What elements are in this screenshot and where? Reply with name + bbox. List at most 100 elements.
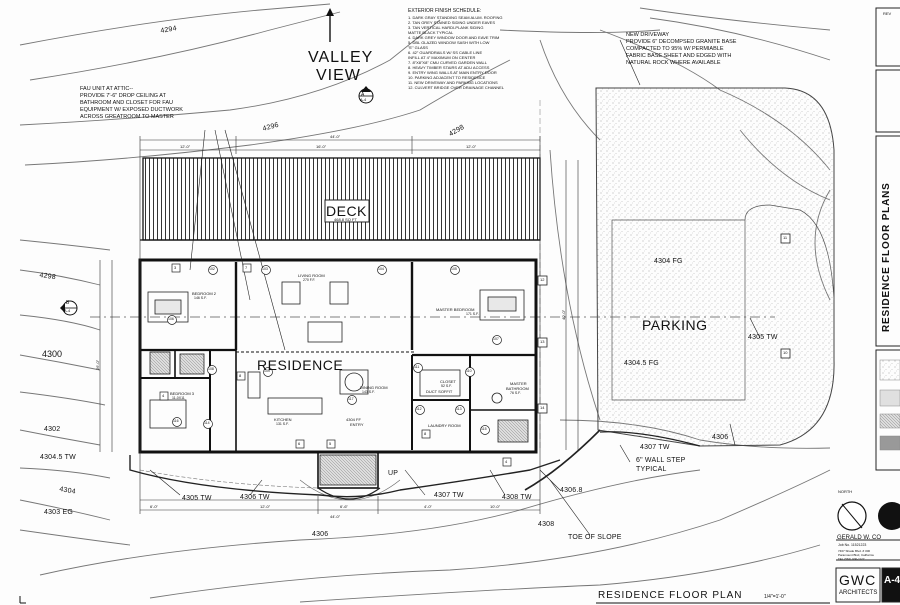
window-tag: 113 [456, 407, 462, 411]
wall-step-line2: TYPICAL [636, 466, 667, 473]
address-line: Paramount Blvd, California [838, 553, 874, 557]
schedule-item: 7. 8"X8"X8" CMU CURVED GARDEN WALL [408, 60, 487, 65]
deck-area: 468.8 SQ FT [334, 217, 357, 222]
room-master-area: 171 S.F. [466, 312, 479, 316]
address-line: 7467 Shade Blvd. # 300 [838, 549, 871, 553]
room-entry: ENTRY [350, 422, 364, 427]
dim-top-seg1: 12'-0" [180, 144, 191, 149]
window-tag: 107 [493, 337, 499, 341]
drawing-scale: 1/4"=1'-0" [764, 594, 786, 600]
driveway-note-line: NATURAL ROCK WHERE AVAILABLE [626, 60, 721, 66]
elev-4304-5-fg: 4304.5 FG [624, 360, 659, 367]
elev-4304-fg: 4304 FG [654, 258, 683, 265]
elev-4307-tw-right: 4307 TW [640, 444, 670, 451]
door-tag: 8 [239, 373, 242, 378]
schedule-item: 11. NEW DRIVEWAY AND PARKING LOCATIONS [408, 80, 498, 85]
fixtures [147, 281, 529, 486]
dim-bottom-seg3: 4'-0" [424, 504, 432, 509]
dim-right-overall: 40'-0" [561, 309, 566, 320]
toe-of-slope-label: TOE OF SLOPE [568, 534, 622, 541]
architect-name: GERALD W. CO [837, 535, 882, 541]
firm-subtitle: ARCHITECTS [839, 590, 878, 596]
dim-top-seg2: 16'-0" [316, 144, 327, 149]
revision-label: REV [883, 11, 892, 16]
dim-left-overall: 26'-0" [95, 359, 100, 370]
schedule-item: 6. 42" GUARDRAILS W/ SS CABLE LINE [408, 50, 483, 55]
door-tag: 7 [245, 265, 248, 270]
fau-note-line: PROVIDE 7'-6" DROP CEILING AT [80, 93, 166, 99]
dim-top-seg3: 12'-0" [466, 144, 477, 149]
window-tag: 109 [264, 369, 270, 373]
window-tag: 102 [209, 267, 215, 271]
driveway-note-line: COMPACTED TO 95% W/ PERMIABLE [626, 46, 724, 52]
fau-note: FAU UNIT AT ATTIC-- PROVIDE 7'-6" DROP C… [80, 86, 240, 121]
elev-4306-tw: 4306 TW [240, 494, 270, 501]
keynote-tag: 14 [540, 405, 545, 410]
elev-4304-5-tw: 4304.5 TW [40, 454, 76, 461]
fau-note-line: FAU UNIT AT ATTIC-- [80, 86, 134, 92]
schedule-item: 5. DBL GLAZED WINDOW SASH WITH LOW [408, 40, 490, 45]
schedule-item: 2. TAN GREY STAINED SIDING UNDER EAVES [408, 20, 495, 25]
contour-label-4302: 4302 [44, 426, 61, 433]
keynote-tag: 12 [540, 277, 545, 282]
door-tag: 4 [505, 459, 508, 464]
contour-label-4306-bottom: 4306 [312, 531, 329, 538]
window-tag: 103 [262, 267, 268, 271]
elev-4303-eg: 4303 EG [44, 509, 74, 516]
window-tag: 104 [378, 267, 384, 271]
schedule-item: INFILL AT 4" MAXIMUM ON CENTER [408, 55, 476, 60]
room-bedroom3-area: 11-0X11 [172, 396, 185, 400]
schedule-item: 12. CULVERT BRIDGE OVER DRAINAGE CHANNEL [408, 85, 505, 90]
window-tag: 105 [451, 267, 457, 271]
contour-label-4300: 4300 [42, 349, 63, 359]
driveway-note-line: FABRIC BASE SHEET AND EDGED WITH [626, 53, 732, 59]
window-tag: 112 [416, 407, 422, 411]
section-a-sheet: A-4 [360, 97, 367, 102]
window-tag-markers [167, 265, 502, 435]
section-b-letter: B [66, 300, 70, 306]
window-tag: 110 [466, 369, 472, 373]
leader-lines [149, 39, 761, 536]
drawing-title: RESIDENCE FLOOR PLAN [598, 590, 743, 601]
job-number: Job No. 11521223 [838, 543, 867, 547]
elev-4305-tw-right: 4305 TW [748, 334, 778, 341]
fau-note-line: EQUIPMENT W/ EXPOSED DUCTWORK [80, 107, 183, 113]
dim-entry: 6'-6" [340, 504, 348, 509]
room-bedroom3: BEDROOM 3 [170, 391, 195, 396]
schedule-item: 8. HEAVY TIMBER STAIRS AT ADU ACCESS [408, 65, 490, 70]
elev-4307-tw: 4307 TW [434, 492, 464, 499]
door-tag: 3 [174, 265, 177, 270]
room-laundry: LAUNDRY ROOM [428, 423, 461, 428]
fau-note-line: ACROSS GREATROOM TO MASTER [80, 114, 174, 120]
room-kitchen: KITCHEN [274, 417, 292, 422]
room-dining-area: 143 S.F. [362, 390, 375, 394]
dim-overall-bottom: 44'-0" [330, 514, 341, 519]
room-master-bath: MASTER [510, 381, 527, 386]
window-tag: 114 [204, 421, 210, 425]
schedule-item: 9. ENTRY WING WALLS AT MAIN ENTRY DOOR [408, 70, 497, 75]
address-line: TEL (562) 000-1127 [838, 557, 865, 561]
schedule-item: 3. TAN VERTICAL HARDI-PLANK SIDING [408, 25, 484, 30]
door-tag: 6 [298, 441, 301, 446]
room-closet: CLOSET [440, 379, 457, 384]
wall-step-line1: 6" WALL STEP [636, 457, 686, 464]
door-tag: 4 [162, 393, 165, 398]
keynote-tag: 10 [783, 350, 788, 355]
stair-up-label: UP [388, 470, 399, 477]
door-tag-markers [159, 263, 512, 467]
keynote-tag: 11 [783, 235, 788, 240]
schedule-item: 1. DARK GRAY STANDING SEAM ALUM. ROOFING [408, 15, 503, 20]
door-tag: 5 [329, 441, 332, 446]
parking-label: PARKING [642, 317, 708, 333]
valley-view-line1: VALLEY [308, 49, 374, 66]
room-master: MASTER BEDROOM [436, 307, 475, 312]
driveway-note-line: PROVIDE 6" DECOMPSED GRANITE BASE [626, 39, 737, 45]
valley-view-line2: VIEW [316, 67, 361, 84]
schedule-item: MATTE BLACK TYPICAL [408, 30, 454, 35]
schedule-item: "E" GLASS [408, 45, 428, 50]
window-tag: 106 [168, 317, 174, 321]
window-tag: 116 [173, 419, 179, 423]
title-block-frame [835, 7, 900, 603]
room-dining: DINING ROOM [360, 385, 388, 390]
room-bedroom2-area: 146 S.F. [194, 296, 207, 300]
